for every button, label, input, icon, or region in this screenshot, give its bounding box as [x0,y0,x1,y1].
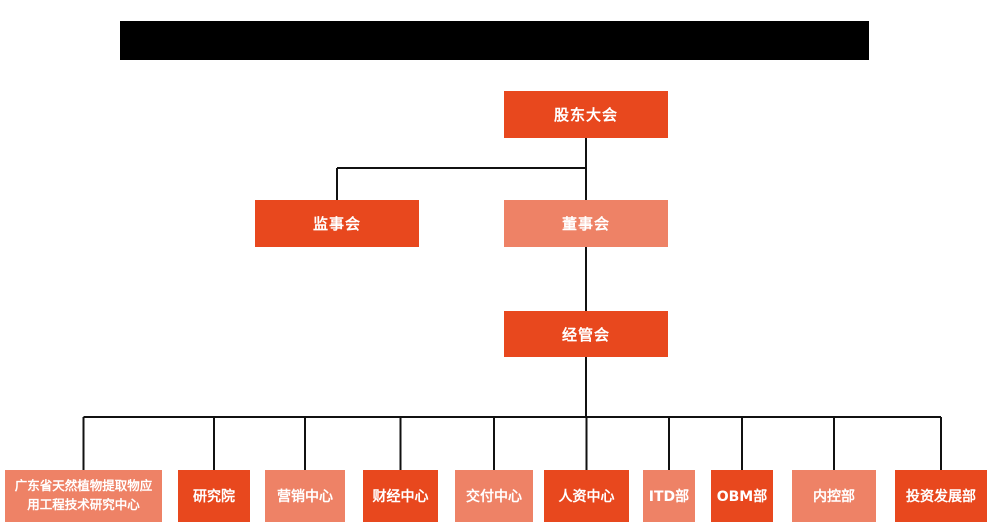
org-node-management-committee: 经管会 [504,311,668,357]
org-node-investment-development-dept: 投资发展部 [895,470,987,522]
org-node-shareholders-meeting: 股东大会 [504,91,668,138]
org-node-supervisory-board: 监事会 [255,200,419,247]
org-node-itd-dept: ITD部 [643,470,695,522]
org-node-research-institute: 研究院 [178,470,250,522]
org-node-hr-center: 人资中心 [544,470,629,522]
org-node-internal-control-dept: 内控部 [792,470,876,522]
org-node-board-of-directors: 董事会 [504,200,668,247]
org-node-obm-dept: OBM部 [711,470,773,522]
org-node-finance-center: 财经中心 [363,470,438,522]
org-node-research-center: 广东省天然植物提取物应用工程技术研究中心 [5,470,162,522]
org-node-delivery-center: 交付中心 [455,470,533,522]
redacted-title-bar [120,21,869,60]
org-node-marketing-center: 营销中心 [265,470,345,522]
